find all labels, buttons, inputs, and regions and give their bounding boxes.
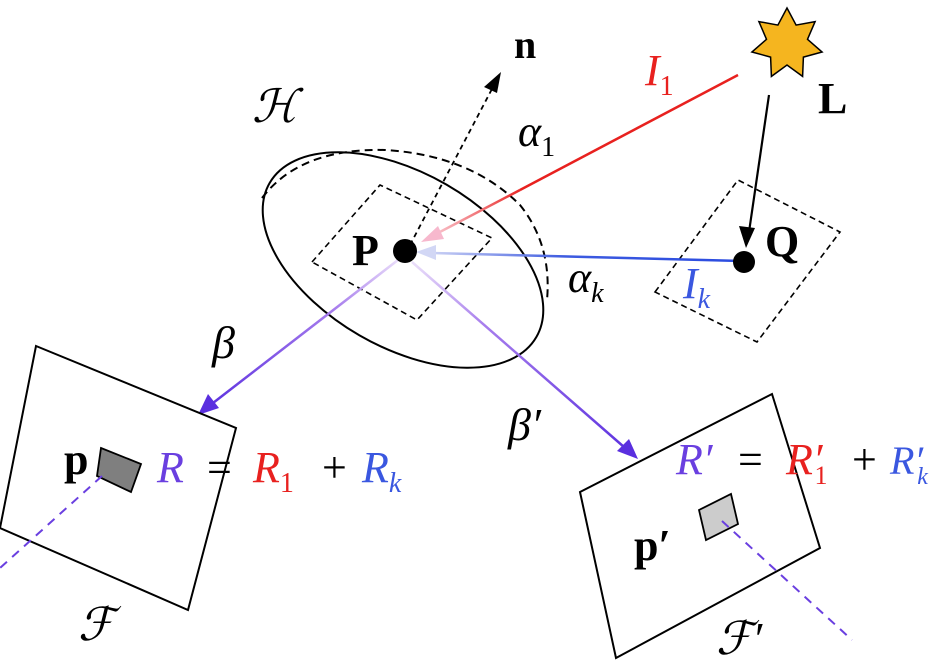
ray-beta-prime <box>411 261 638 459</box>
eq-right-equals: = <box>738 435 763 484</box>
label-frame-F-prime: ℱ′ <box>716 613 763 664</box>
eq-left-plus: + <box>322 443 347 492</box>
eq-left-R: R <box>156 443 184 492</box>
eq-right-Rk: R′k <box>889 438 928 490</box>
pixel-p-prime <box>697 492 740 542</box>
label-normal-n: n <box>514 22 536 67</box>
equation-left: R = R1 + Rk <box>156 443 402 499</box>
equation-right: R′ = R′1 + R′k <box>675 435 928 490</box>
hemisphere-ellipse <box>261 148 549 369</box>
label-beta-prime: β′ <box>507 399 542 450</box>
label-point-Q: Q <box>765 217 799 266</box>
light-source-star-icon <box>750 6 824 78</box>
eq-right-R: R′ <box>675 435 714 484</box>
label-point-P: P <box>352 226 379 275</box>
label-Ik: Ik <box>682 259 711 315</box>
view-ray-left <box>0 475 103 569</box>
point-P <box>393 239 417 263</box>
eq-left-R1: R1 <box>252 443 294 499</box>
eq-left-equals: = <box>207 443 232 492</box>
eq-right-R1: R′1 <box>785 435 828 490</box>
eq-left-Rk: Rk <box>361 443 402 499</box>
label-beta: β <box>211 317 235 368</box>
image-frame-F-prime <box>578 392 822 660</box>
label-alpha1: α1 <box>518 107 555 163</box>
ray-I1 <box>421 73 739 242</box>
point-Q <box>733 251 755 273</box>
surface-patch-Q <box>653 178 842 344</box>
ray-L-to-Q <box>739 94 771 248</box>
ray-Ik <box>416 245 743 263</box>
label-hemisphere: ℋ <box>252 81 304 132</box>
view-ray-right <box>721 520 853 641</box>
normal-arrow <box>409 72 501 246</box>
label-pixel-p-prime: p′ <box>634 521 671 570</box>
label-light-L: L <box>818 74 847 123</box>
label-alphak: αk <box>568 253 604 309</box>
pixel-p <box>96 446 143 494</box>
label-I1: I1 <box>644 46 674 102</box>
ray-beta <box>198 259 399 415</box>
label-frame-F: ℱ <box>78 599 122 650</box>
eq-right-plus: + <box>852 435 877 484</box>
label-pixel-p: p <box>64 435 88 484</box>
